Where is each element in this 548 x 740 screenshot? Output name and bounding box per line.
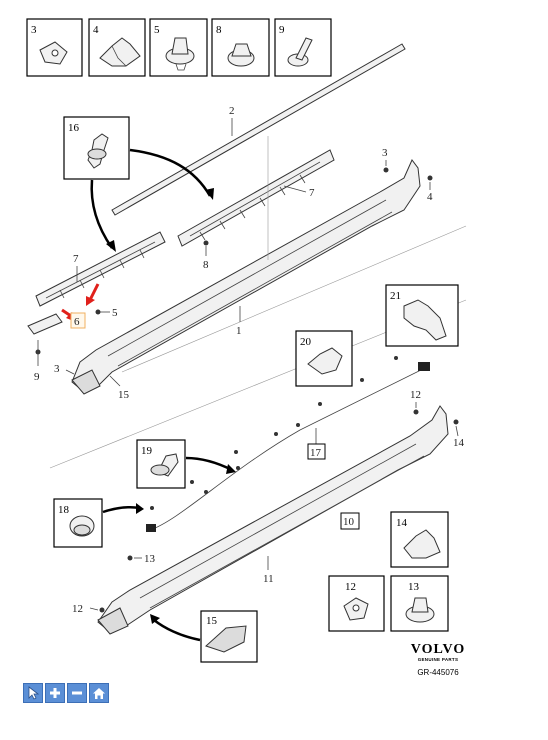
part-box-5[interactable]: 5	[149, 18, 208, 77]
callout-10-box	[340, 512, 360, 530]
highlight-box-6[interactable]	[70, 312, 86, 329]
minus-icon	[72, 691, 82, 695]
callout-13: 13	[144, 553, 156, 565]
part-box-3-number: 3	[31, 24, 37, 36]
callout-15: 15	[118, 389, 130, 401]
zoom-out-button[interactable]	[67, 683, 87, 703]
zoom-in-button[interactable]	[45, 683, 65, 703]
part-box-3[interactable]: 3	[26, 18, 83, 77]
callout-11: 11	[263, 573, 274, 585]
part-box-4-number: 4	[93, 24, 99, 36]
part-box-14-number: 14	[396, 517, 408, 529]
callout-2: 2	[229, 105, 235, 117]
home-button[interactable]	[89, 683, 109, 703]
diagram-toolbar	[23, 683, 109, 703]
part-box-19-number: 19	[141, 445, 153, 457]
part-box-20[interactable]: 20	[295, 330, 353, 387]
part-box-15-number: 15	[206, 615, 218, 627]
callout-7-right: 7	[309, 187, 315, 199]
retaining-strip-part-7-lower[interactable]	[35, 231, 166, 307]
callout-8: 8	[203, 259, 209, 271]
part-box-4[interactable]: 4	[88, 18, 146, 77]
part-box-8[interactable]: 8	[211, 18, 270, 77]
callout-12-lower: 12	[72, 603, 83, 615]
diagram-code: GR-445076	[417, 668, 459, 677]
part-box-21-number: 21	[390, 290, 401, 302]
select-tool-button[interactable]	[23, 683, 43, 703]
callout-10: 10	[343, 516, 355, 528]
part-box-12-number: 12	[345, 581, 356, 593]
home-icon	[93, 687, 105, 699]
callout-4: 4	[427, 191, 433, 203]
part-box-16-number: 16	[68, 122, 80, 134]
callout-3-upper: 3	[382, 147, 388, 159]
bracket-part-9[interactable]	[27, 313, 63, 335]
part-box-12[interactable]: 12	[328, 575, 385, 632]
retaining-strip-part-7-upper[interactable]	[177, 149, 335, 247]
callout-14: 14	[453, 437, 465, 449]
divider-line-upper	[121, 225, 467, 373]
part-box-19[interactable]: 19	[136, 439, 186, 489]
trim-rod-part-2[interactable]	[111, 43, 406, 216]
part-box-13[interactable]: 13	[390, 575, 449, 632]
callout-5: 5	[112, 307, 118, 319]
callout-7-left: 7	[73, 253, 79, 265]
callout-12-upper: 12	[410, 389, 421, 401]
part-box-16[interactable]: 16	[63, 116, 130, 180]
part-box-20-number: 20	[300, 336, 312, 348]
part-box-9-number: 9	[279, 24, 285, 36]
callout-17-box	[307, 443, 326, 460]
part-box-9[interactable]: 9	[274, 18, 332, 77]
part-box-8-number: 8	[216, 24, 222, 36]
cursor-arrow-icon	[28, 686, 39, 700]
part-box-18-number: 18	[58, 504, 70, 516]
part-box-15[interactable]: 15	[200, 610, 258, 663]
part-box-18[interactable]: 18	[53, 498, 103, 548]
callout-1: 1	[236, 325, 242, 337]
genuine-parts-label: GENUINE PARTS	[417, 657, 459, 662]
plus-icon	[50, 688, 60, 698]
part-box-5-number: 5	[154, 24, 160, 36]
callout-3-lower: 3	[54, 363, 60, 375]
connector-left	[146, 524, 156, 532]
sill-cover-part-11[interactable]	[97, 405, 449, 635]
volvo-brand-block: VOLVO GENUINE PARTS GR-445076	[398, 642, 478, 677]
callout-9: 9	[34, 371, 40, 383]
part-box-13-number: 13	[408, 581, 420, 593]
connector-right	[418, 362, 430, 371]
callout-6[interactable]: 6	[74, 316, 80, 328]
part-box-21[interactable]: 21	[385, 284, 459, 347]
part-box-14[interactable]: 14	[390, 511, 449, 568]
sill-cover-part-1[interactable]	[71, 159, 421, 395]
callout-17: 17	[310, 447, 322, 459]
volvo-logo: VOLVO	[410, 642, 466, 657]
